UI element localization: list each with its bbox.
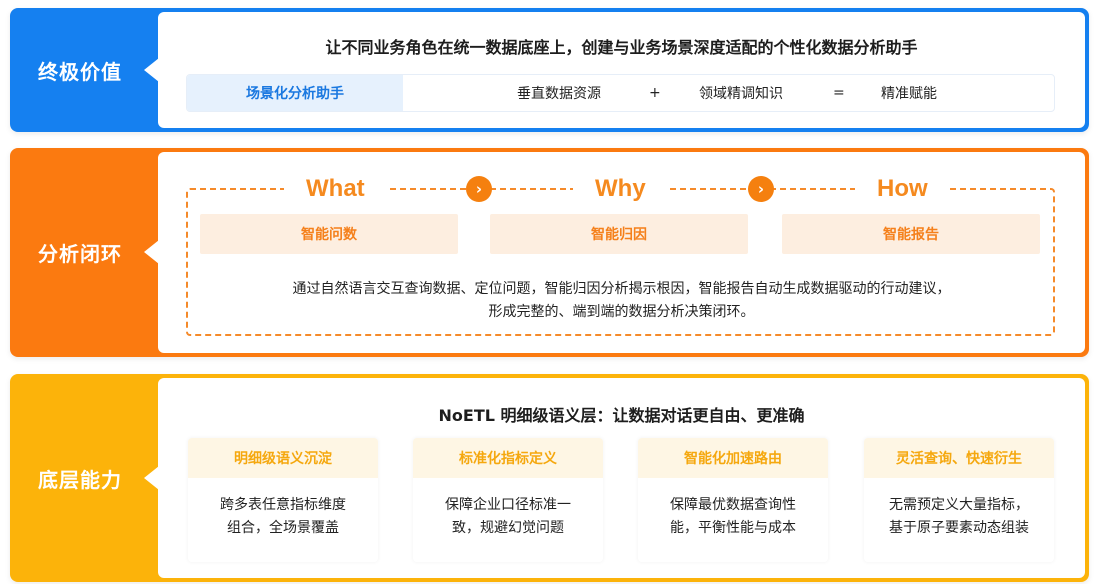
card-body: 跨多表任意指标维度 组合，全场景覆盖 bbox=[188, 478, 378, 556]
value-formula: 场景化分析助手 垂直数据资源 + 领域精调知识 = 精准赋能 bbox=[186, 74, 1055, 112]
card-head: 明细级语义沉淀 bbox=[188, 438, 378, 478]
card-body-line: 致，规避幻觉问题 bbox=[452, 520, 564, 536]
pill-smart-report: 智能报告 bbox=[782, 214, 1040, 254]
card-body-line: 基于原子要素动态组装 bbox=[889, 520, 1029, 536]
label-notch bbox=[144, 240, 159, 264]
formula-highlight: 场景化分析助手 bbox=[187, 75, 403, 111]
section-title: 让不同业务角色在统一数据底座上，创建与业务场景深度适配的个性化数据分析助手 bbox=[325, 38, 918, 57]
capability-card: 标准化指标定义 保障企业口径标准一 致，规避幻觉问题 bbox=[413, 438, 603, 562]
formula-term-2: 领域精调知识 bbox=[699, 86, 783, 102]
section-label: 底层能力 bbox=[38, 467, 122, 492]
section-content: 让不同业务角色在统一数据底座上，创建与业务场景深度适配的个性化数据分析助手 场景… bbox=[158, 12, 1085, 128]
step-why: Why bbox=[573, 174, 668, 204]
capability-card: 智能化加速路由 保障最优数据查询性 能，平衡性能与成本 bbox=[638, 438, 828, 562]
loop-description: 通过自然语言交互查询数据、定位问题，智能归因分析揭示根因，智能报告自动生成数据驱… bbox=[158, 278, 1085, 324]
section-content: NoETL 明细级语义层：让数据对话更自由、更准确 明细级语义沉淀 跨多表任意指… bbox=[158, 378, 1085, 578]
section-title: NoETL 明细级语义层：让数据对话更自由、更准确 bbox=[438, 406, 805, 425]
card-body-line: 能，平衡性能与成本 bbox=[670, 520, 796, 536]
pill-smart-attribution: 智能归因 bbox=[490, 214, 748, 254]
ultimate-value-section: 终极价值 让不同业务角色在统一数据底座上，创建与业务场景深度适配的个性化数据分析… bbox=[10, 8, 1089, 132]
label-notch bbox=[144, 58, 159, 82]
section-label: 终极价值 bbox=[38, 59, 122, 84]
card-head: 灵活查询、快速衍生 bbox=[864, 438, 1054, 478]
card-body-line: 组合，全场景覆盖 bbox=[227, 520, 339, 536]
formula-result: 精准赋能 bbox=[881, 86, 937, 102]
section-label: 分析闭环 bbox=[38, 242, 122, 266]
step-how: How bbox=[855, 174, 950, 204]
card-body: 保障最优数据查询性 能，平衡性能与成本 bbox=[638, 478, 828, 556]
description-line-2: 形成完整的、端到端的数据分析决策闭环。 bbox=[488, 304, 755, 320]
card-head: 标准化指标定义 bbox=[413, 438, 603, 478]
formula-plus: + bbox=[649, 85, 661, 101]
section-content: What › Why › How 智能问数 智能归因 智能报告 通过自然语言交互… bbox=[158, 152, 1085, 353]
analysis-loop-section: 分析闭环 What › Why › How 智能问数 智能归因 智能报告 通过自… bbox=[10, 148, 1089, 357]
capability-card: 明细级语义沉淀 跨多表任意指标维度 组合，全场景覆盖 bbox=[188, 438, 378, 562]
label-notch bbox=[144, 466, 159, 490]
card-body: 无需预定义大量指标， 基于原子要素动态组装 bbox=[864, 478, 1054, 556]
card-body-line: 保障最优数据查询性 bbox=[670, 497, 796, 513]
step-what: What bbox=[284, 174, 387, 204]
card-body-line: 无需预定义大量指标， bbox=[889, 497, 1029, 513]
formula-equals: = bbox=[833, 85, 845, 101]
description-line-1: 通过自然语言交互查询数据、定位问题，智能归因分析揭示根因，智能报告自动生成数据驱… bbox=[292, 281, 951, 297]
pill-smart-query: 智能问数 bbox=[200, 214, 458, 254]
chevron-right-circle-icon: › bbox=[466, 176, 492, 202]
chevron-right-circle-icon: › bbox=[748, 176, 774, 202]
formula-term-1: 垂直数据资源 bbox=[517, 86, 601, 102]
card-body-line: 跨多表任意指标维度 bbox=[220, 497, 346, 513]
base-capability-section: 底层能力 NoETL 明细级语义层：让数据对话更自由、更准确 明细级语义沉淀 跨… bbox=[10, 374, 1089, 582]
card-body-line: 保障企业口径标准一 bbox=[445, 497, 571, 513]
capability-card: 灵活查询、快速衍生 无需预定义大量指标， 基于原子要素动态组装 bbox=[864, 438, 1054, 562]
card-head: 智能化加速路由 bbox=[638, 438, 828, 478]
card-body: 保障企业口径标准一 致，规避幻觉问题 bbox=[413, 478, 603, 556]
